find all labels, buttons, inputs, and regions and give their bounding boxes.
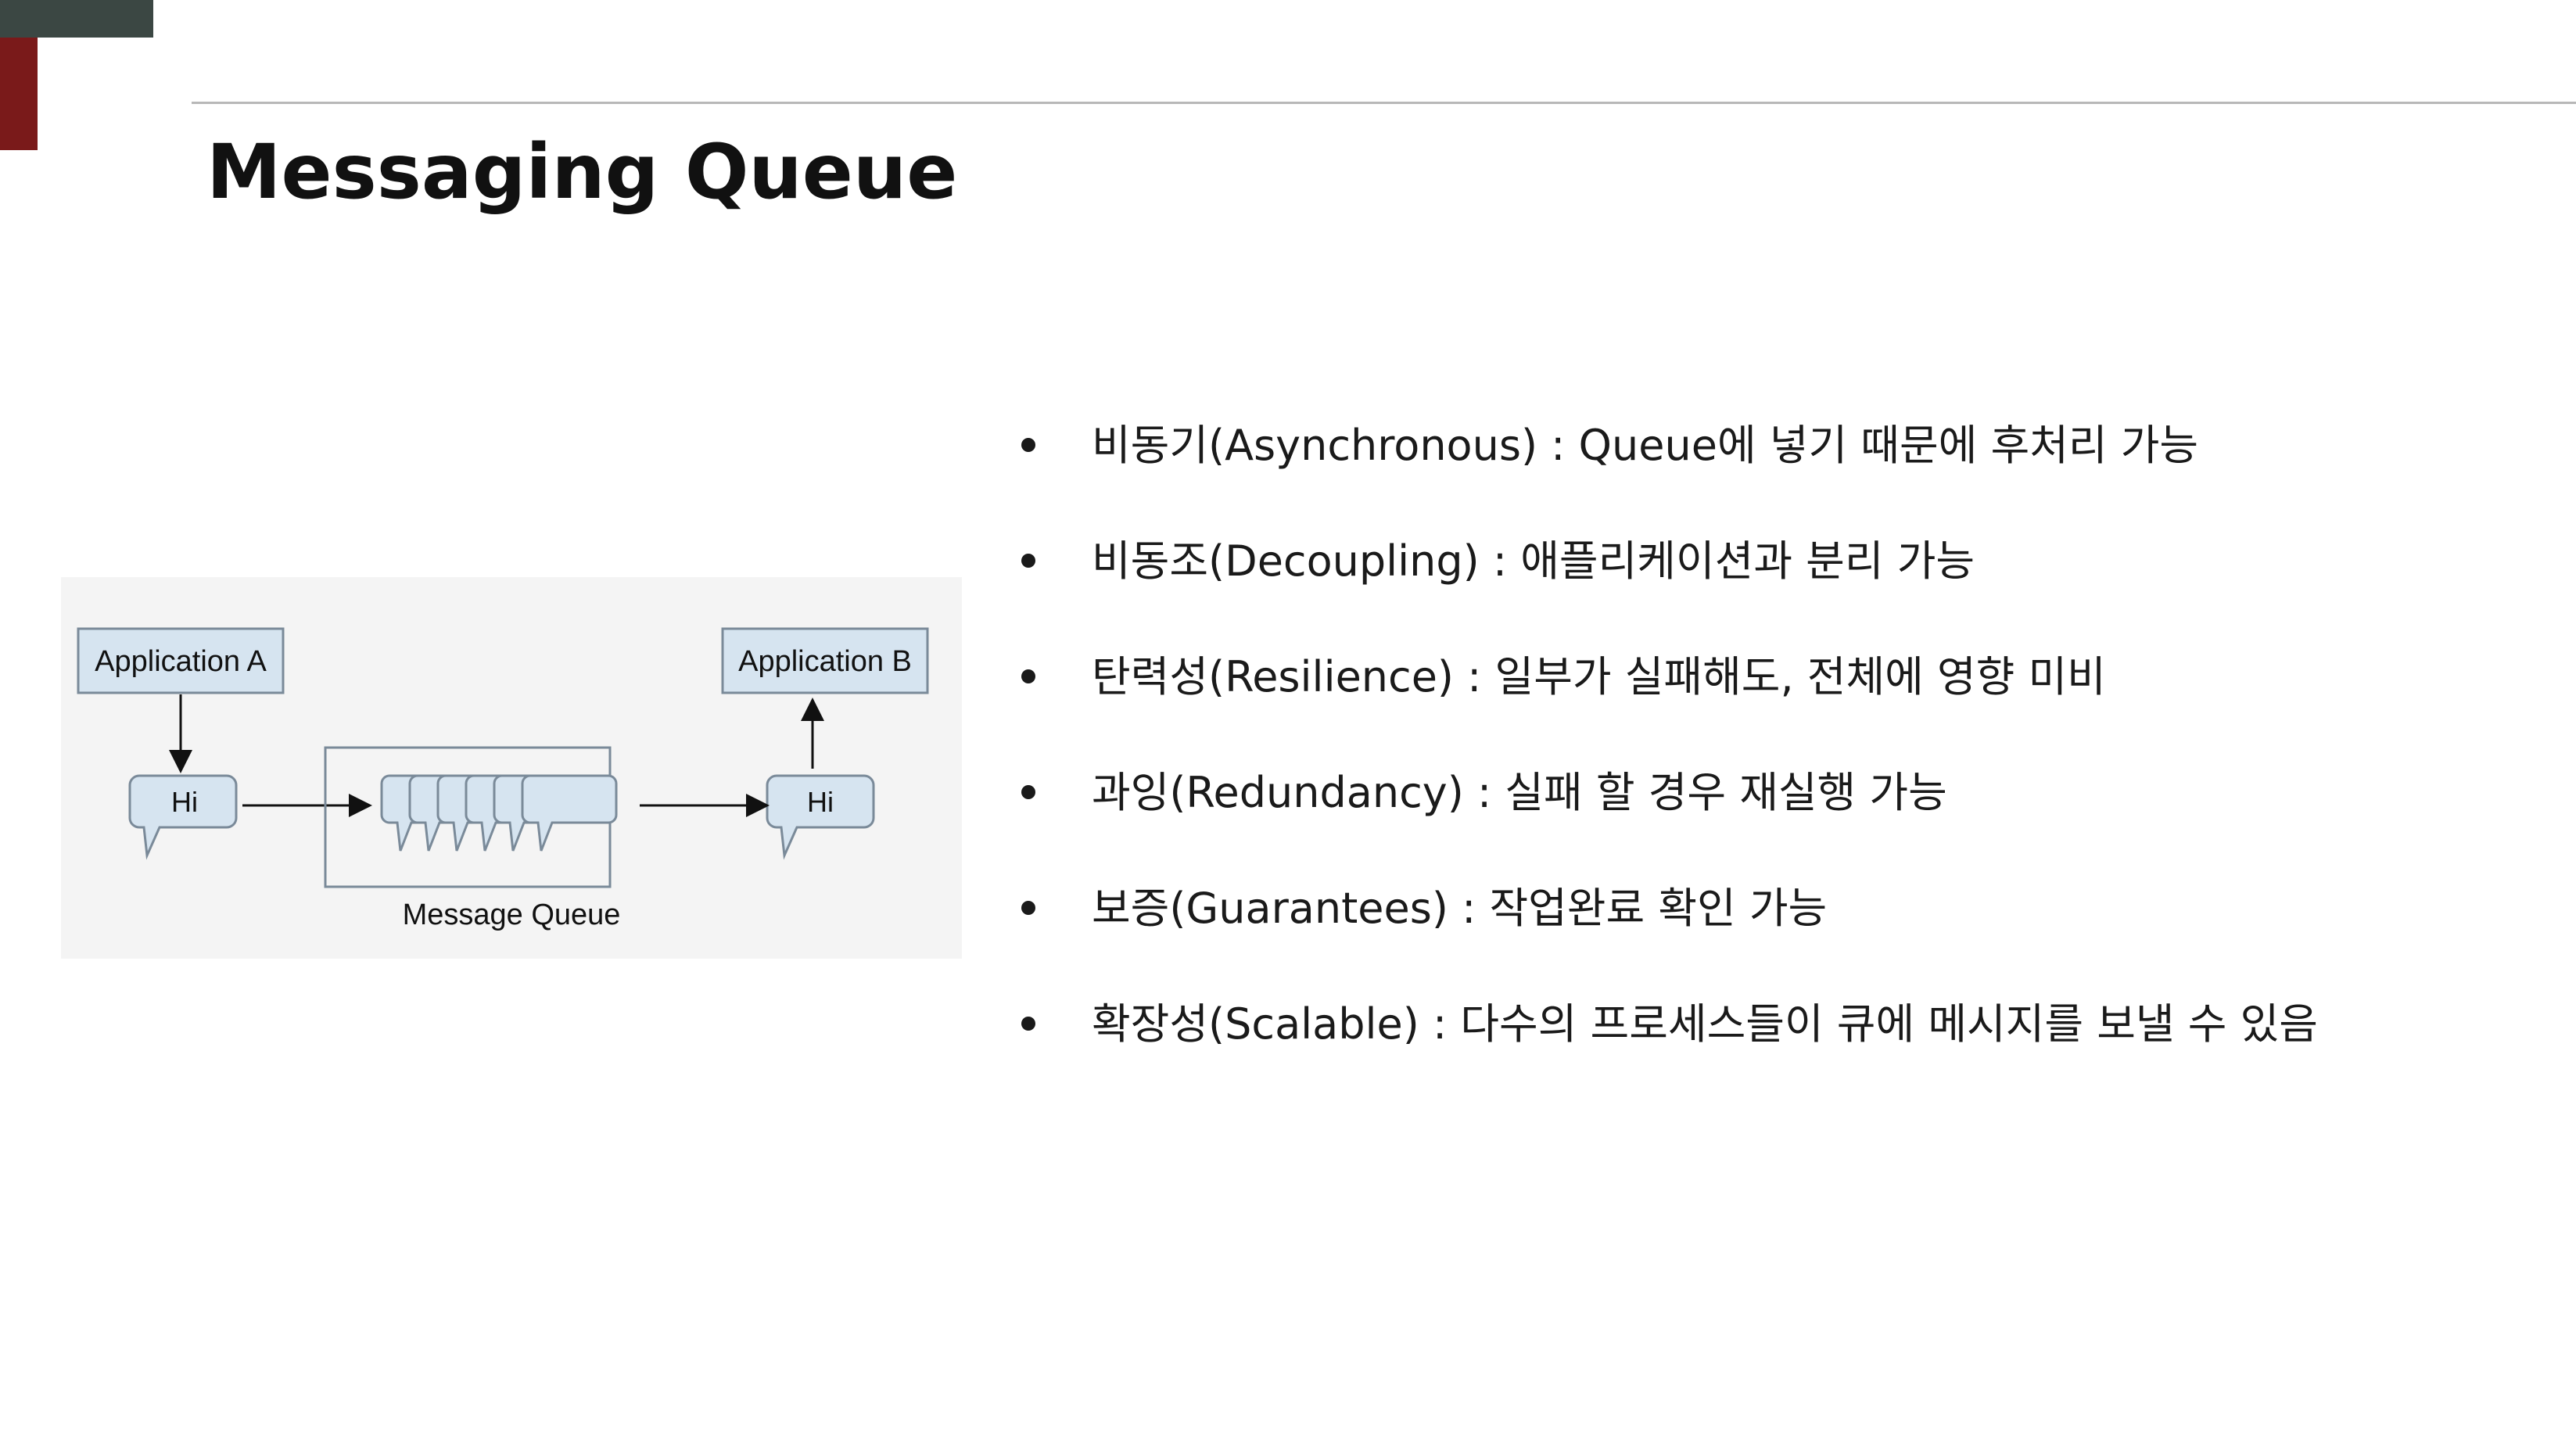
- message-a-text: Hi: [171, 786, 198, 818]
- application-a-label: Application A: [95, 645, 267, 678]
- bullet-icon: [1021, 438, 1035, 452]
- bullet-icon: [1021, 554, 1035, 568]
- corner-accent-dark: [0, 0, 153, 38]
- feature-item-scalable: 확장성(Scalable) : 다수의 프로세스들이 큐에 메시지를 보낼 수 …: [1014, 993, 2318, 1109]
- feature-text: 과잉(Redundancy) : 실패 할 경우 재실행 가능: [1092, 768, 1947, 817]
- feature-item-asynchronous: 비동기(Asynchronous) : Queue에 넣기 때문에 후처리 가능: [1014, 414, 2318, 530]
- feature-text: 비동기(Asynchronous) : Queue에 넣기 때문에 후처리 가능: [1092, 421, 2199, 470]
- feature-item-resilience: 탄력성(Resilience) : 일부가 실패해도, 전체에 영향 미비: [1014, 646, 2318, 762]
- message-bubble-a: Hi: [128, 774, 238, 860]
- bullet-icon: [1021, 901, 1035, 915]
- feature-text: 확장성(Scalable) : 다수의 프로세스들이 큐에 메시지를 보낼 수 …: [1092, 999, 2318, 1049]
- feature-item-guarantees: 보증(Guarantees) : 작업완료 확인 가능: [1014, 877, 2318, 993]
- bullet-icon: [1021, 669, 1035, 683]
- slide-title: Messaging Queue: [206, 128, 958, 216]
- header-divider: [192, 102, 2576, 104]
- feature-item-decoupling: 비동조(Decoupling) : 애플리케이션과 분리 가능: [1014, 530, 2318, 646]
- queued-messages: [380, 774, 618, 852]
- feature-text: 보증(Guarantees) : 작업완료 확인 가능: [1092, 884, 1828, 933]
- feature-text: 비동조(Decoupling) : 애플리케이션과 분리 가능: [1092, 536, 1975, 586]
- queue-label: Message Queue: [403, 898, 621, 931]
- application-b-box: Application B: [721, 627, 929, 694]
- application-b-label: Application B: [738, 645, 912, 678]
- application-a-box: Application A: [77, 627, 285, 694]
- bullet-icon: [1021, 785, 1035, 799]
- message-b-text: Hi: [807, 786, 834, 818]
- bullet-icon: [1021, 1017, 1035, 1031]
- message-bubble-b: Hi: [766, 774, 875, 860]
- corner-accent-red: [0, 38, 38, 150]
- feature-item-redundancy: 과잉(Redundancy) : 실패 할 경우 재실행 가능: [1014, 762, 2318, 877]
- feature-list: 비동기(Asynchronous) : Queue에 넣기 때문에 후처리 가능…: [1014, 414, 2318, 1109]
- feature-text: 탄력성(Resilience) : 일부가 실패해도, 전체에 영향 미비: [1092, 652, 2106, 701]
- message-queue-diagram: Application A Application B Hi Hi Messag…: [61, 577, 962, 959]
